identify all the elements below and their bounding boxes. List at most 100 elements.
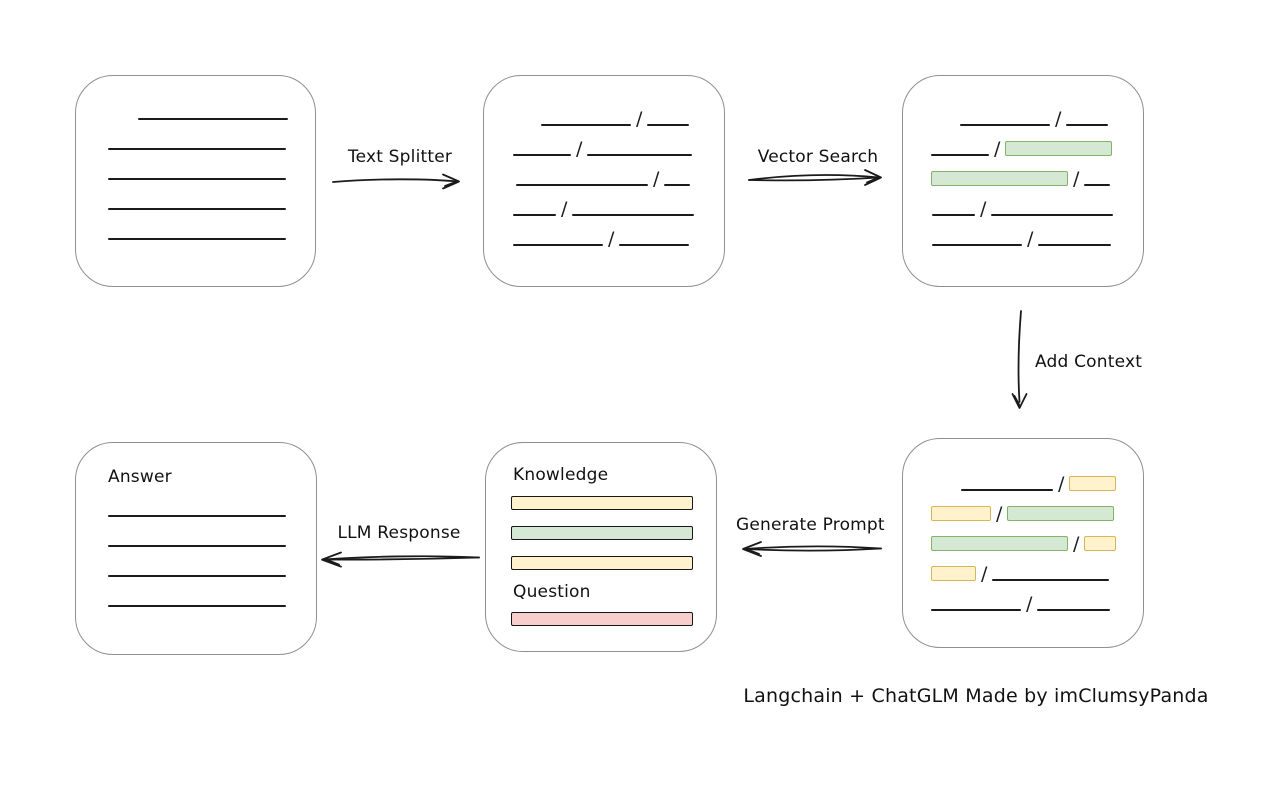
node-prompt: Knowledge Question [485, 442, 717, 652]
text-line [960, 124, 1050, 126]
llm-response-label: LLM Response [337, 523, 461, 543]
text-row [76, 90, 315, 120]
text-line [138, 118, 288, 120]
text-splitter-arrow [330, 168, 466, 194]
chunk-separator: / [1073, 533, 1080, 555]
text-line [541, 124, 631, 126]
text-line [932, 244, 1022, 246]
chunk-separator: / [561, 198, 568, 220]
yellow-highlight-chip [1084, 536, 1117, 551]
vector-search-arrow [746, 164, 888, 192]
text-line [516, 184, 648, 186]
text-row: / [903, 96, 1143, 129]
question-label: Question [513, 582, 591, 602]
text-line [1038, 244, 1112, 246]
text-row: / [484, 126, 724, 160]
knowledge-bars [511, 496, 693, 570]
answer-label: Answer [108, 467, 172, 487]
green-highlight-chip [1007, 506, 1115, 521]
red-bar [511, 612, 693, 626]
text-row [76, 210, 315, 240]
yellow-highlight-chip [1069, 476, 1117, 491]
document-lines [76, 76, 315, 240]
arrow-right-icon [748, 169, 882, 186]
text-line [1037, 609, 1111, 611]
text-line [108, 515, 286, 517]
text-line [961, 489, 1053, 491]
text-line [1084, 184, 1111, 186]
text-row: / [903, 521, 1143, 555]
text-line [932, 214, 975, 216]
add-context-arrow [1006, 308, 1034, 414]
arrow-down-icon [1011, 310, 1028, 409]
add-context-label: Add Context [1035, 352, 1143, 372]
text-row: / [903, 156, 1143, 190]
text-line [991, 214, 1114, 216]
text-row: / [903, 216, 1143, 250]
chunk-separator: / [981, 563, 988, 585]
chunk-separator: / [1026, 593, 1033, 615]
text-line [513, 244, 603, 246]
text-line [108, 605, 286, 607]
text-line [664, 184, 691, 186]
text-row: / [484, 96, 724, 130]
node-answer: Answer [75, 442, 317, 655]
text-line [647, 124, 690, 126]
node-source-document [75, 75, 316, 287]
chunk-separator: / [576, 138, 583, 160]
chunk-separator: / [608, 228, 615, 250]
text-line [931, 154, 989, 156]
text-row: / [484, 216, 724, 250]
arrow-right-icon [332, 173, 460, 190]
generate-prompt-label: Generate Prompt [736, 515, 885, 535]
credit-caption: Langchain + ChatGLM Made by imClumsyPand… [743, 685, 1209, 707]
llm-response-arrow [316, 546, 482, 572]
text-row [76, 180, 315, 210]
arrow-left-icon [321, 551, 480, 568]
text-line [1066, 124, 1109, 126]
text-row [76, 120, 315, 150]
text-line [513, 214, 556, 216]
text-line [931, 609, 1021, 611]
text-row: / [903, 461, 1143, 495]
yellow-highlight-chip [931, 506, 991, 521]
chunk-separator: / [994, 138, 1001, 160]
text-splitter-label: Text Splitter [347, 147, 453, 167]
text-line [572, 214, 695, 216]
text-row: / [484, 156, 724, 189]
text-row: / [903, 491, 1143, 525]
knowledge-label: Knowledge [513, 465, 609, 485]
text-row [76, 577, 316, 607]
text-row: / [484, 186, 724, 220]
chunk-separator: / [636, 108, 643, 130]
text-line [108, 238, 286, 240]
vector-search-label: Vector Search [757, 147, 879, 167]
text-row: / [903, 551, 1143, 585]
answer-lines [76, 443, 316, 607]
generate-prompt-arrow [736, 536, 884, 562]
chunk-separator: / [980, 198, 987, 220]
text-line [587, 154, 693, 156]
green-highlight-chip [931, 536, 1068, 551]
chunk-lines: ///// [484, 76, 724, 250]
chunk-separator: / [1073, 168, 1080, 190]
text-row [76, 487, 316, 517]
node-vector-search-result: / / / / / [902, 75, 1144, 287]
text-line [108, 208, 286, 210]
text-line [108, 148, 286, 150]
text-row: / [903, 581, 1143, 615]
text-line [992, 579, 1110, 581]
arrow-left-icon [742, 541, 882, 557]
text-line [108, 575, 286, 577]
chunk-separator: / [1058, 473, 1065, 495]
text-row: / [903, 186, 1143, 220]
chunk-separator: / [996, 503, 1003, 525]
context-result-lines: / / / / / [903, 439, 1143, 615]
node-context-result: / / / / / [902, 438, 1144, 648]
text-line [108, 545, 286, 547]
chunk-separator: / [1027, 228, 1034, 250]
green-highlight-chip [931, 171, 1068, 186]
text-row [76, 547, 316, 577]
text-line [513, 154, 571, 156]
